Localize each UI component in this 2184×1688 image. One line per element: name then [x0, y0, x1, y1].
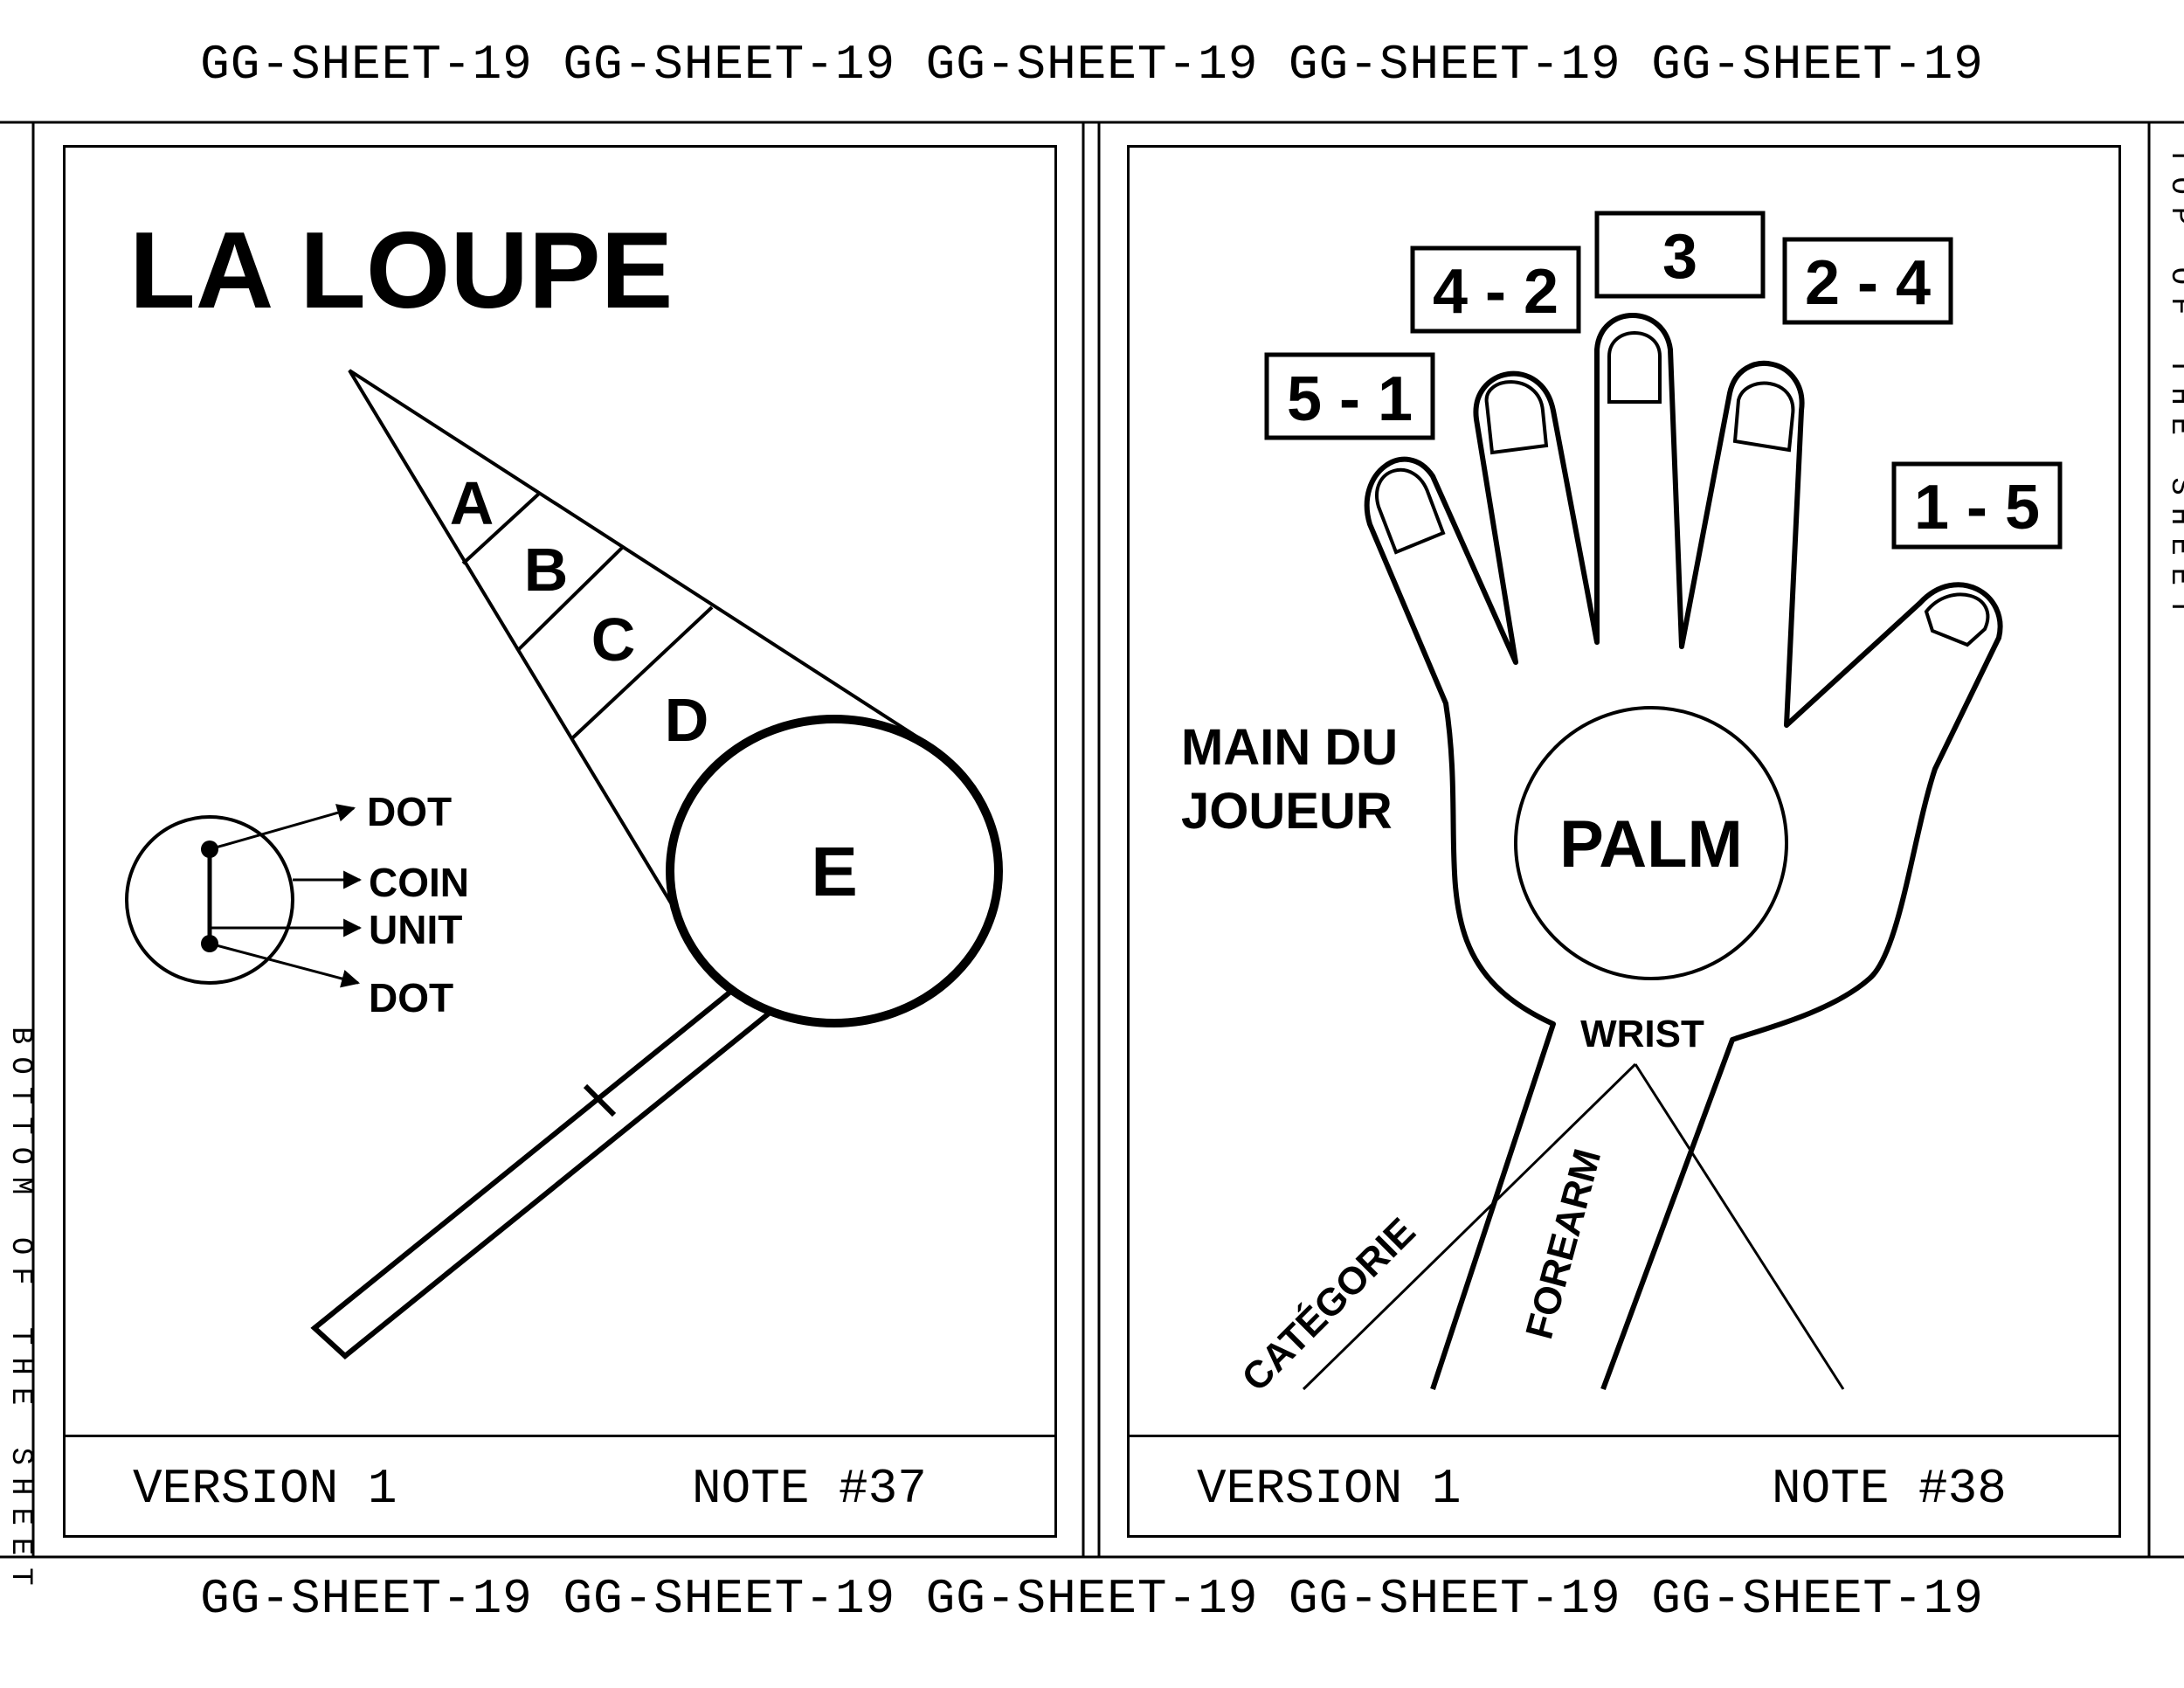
card-right-footer-divider — [1127, 1435, 2121, 1437]
card-left — [63, 145, 1057, 1538]
coin-label-unit: UNIT — [369, 907, 462, 952]
beam-divider-2 — [515, 546, 624, 653]
palm-circle — [1514, 706, 1788, 980]
category-label: CATÉGORIE — [1234, 1209, 1424, 1400]
beam-segment-c: C — [591, 605, 636, 674]
finger-label-5-1: 5 - 1 — [1264, 352, 1435, 440]
arrow-dot-top — [209, 804, 356, 851]
coin-label-dot-bottom: DOT — [369, 975, 453, 1020]
card-right — [1127, 145, 2121, 1538]
hand-label-line1: MAIN DU — [1181, 719, 1398, 776]
card-right-note: NOTE #38 — [1772, 1461, 2007, 1517]
svg-text:4 - 2: 4 - 2 — [1433, 257, 1559, 327]
beam-segment-a: A — [450, 469, 494, 537]
svg-text:3: 3 — [1662, 222, 1697, 292]
beam-segment-d: D — [665, 686, 709, 754]
card-left-footer-divider — [63, 1435, 1057, 1437]
side-label-top-of-sheet: TOP OF THE SHEET — [2163, 147, 2184, 628]
top-banner: GG-SHEET-19 GG-SHEET-19 GG-SHEET-19 GG-S… — [200, 37, 1984, 93]
coin-label-dot-top: DOT — [367, 789, 452, 834]
beam-divider-1 — [461, 492, 541, 565]
bottom-banner: GG-SHEET-19 GG-SHEET-19 GG-SHEET-19 GG-S… — [200, 1571, 1984, 1627]
palm-label: PALM — [1559, 807, 1743, 882]
svg-text:1 - 5: 1 - 5 — [1914, 473, 2040, 543]
arrow-dot-bottom — [209, 942, 361, 988]
beam-divider-3 — [570, 605, 714, 740]
loupe-handle-band — [583, 1083, 617, 1117]
card-right-version: VERSION 1 — [1197, 1461, 1462, 1517]
nail-index — [1732, 381, 1795, 453]
svg-text:2 - 4: 2 - 4 — [1805, 248, 1931, 318]
coin-label-coin: COIN — [369, 860, 469, 905]
card-left-title: LA LOUPE — [129, 211, 674, 331]
card-left-version: VERSION 1 — [133, 1461, 397, 1517]
side-label-bottom-of-sheet: BOTTOM OF THE SHEET — [3, 1027, 37, 1598]
nail-middle — [1607, 331, 1662, 404]
loupe-lens — [666, 715, 1003, 1027]
nail-thumb — [1924, 592, 1990, 647]
hand-label-line2: JOUEUR — [1181, 783, 1393, 840]
category-line-right — [1634, 1063, 1845, 1390]
nail-pinky — [1375, 467, 1446, 555]
card-left-note: NOTE #37 — [692, 1461, 927, 1517]
finger-label-1-5: 1 - 5 — [1891, 461, 2063, 550]
coin-circle — [125, 815, 294, 985]
svg-text:5 - 1: 5 - 1 — [1287, 364, 1413, 434]
finger-label-2-4: 2 - 4 — [1782, 237, 1953, 325]
beam-segment-b: B — [524, 536, 569, 604]
wrist-label: WRIST — [1580, 1013, 1704, 1055]
lens-label-e: E — [811, 833, 857, 910]
finger-label-3: 3 — [1594, 211, 1766, 299]
category-line-left — [1302, 1062, 1637, 1391]
nail-ring — [1484, 380, 1549, 455]
finger-label-4-2: 4 - 2 — [1410, 246, 1581, 334]
